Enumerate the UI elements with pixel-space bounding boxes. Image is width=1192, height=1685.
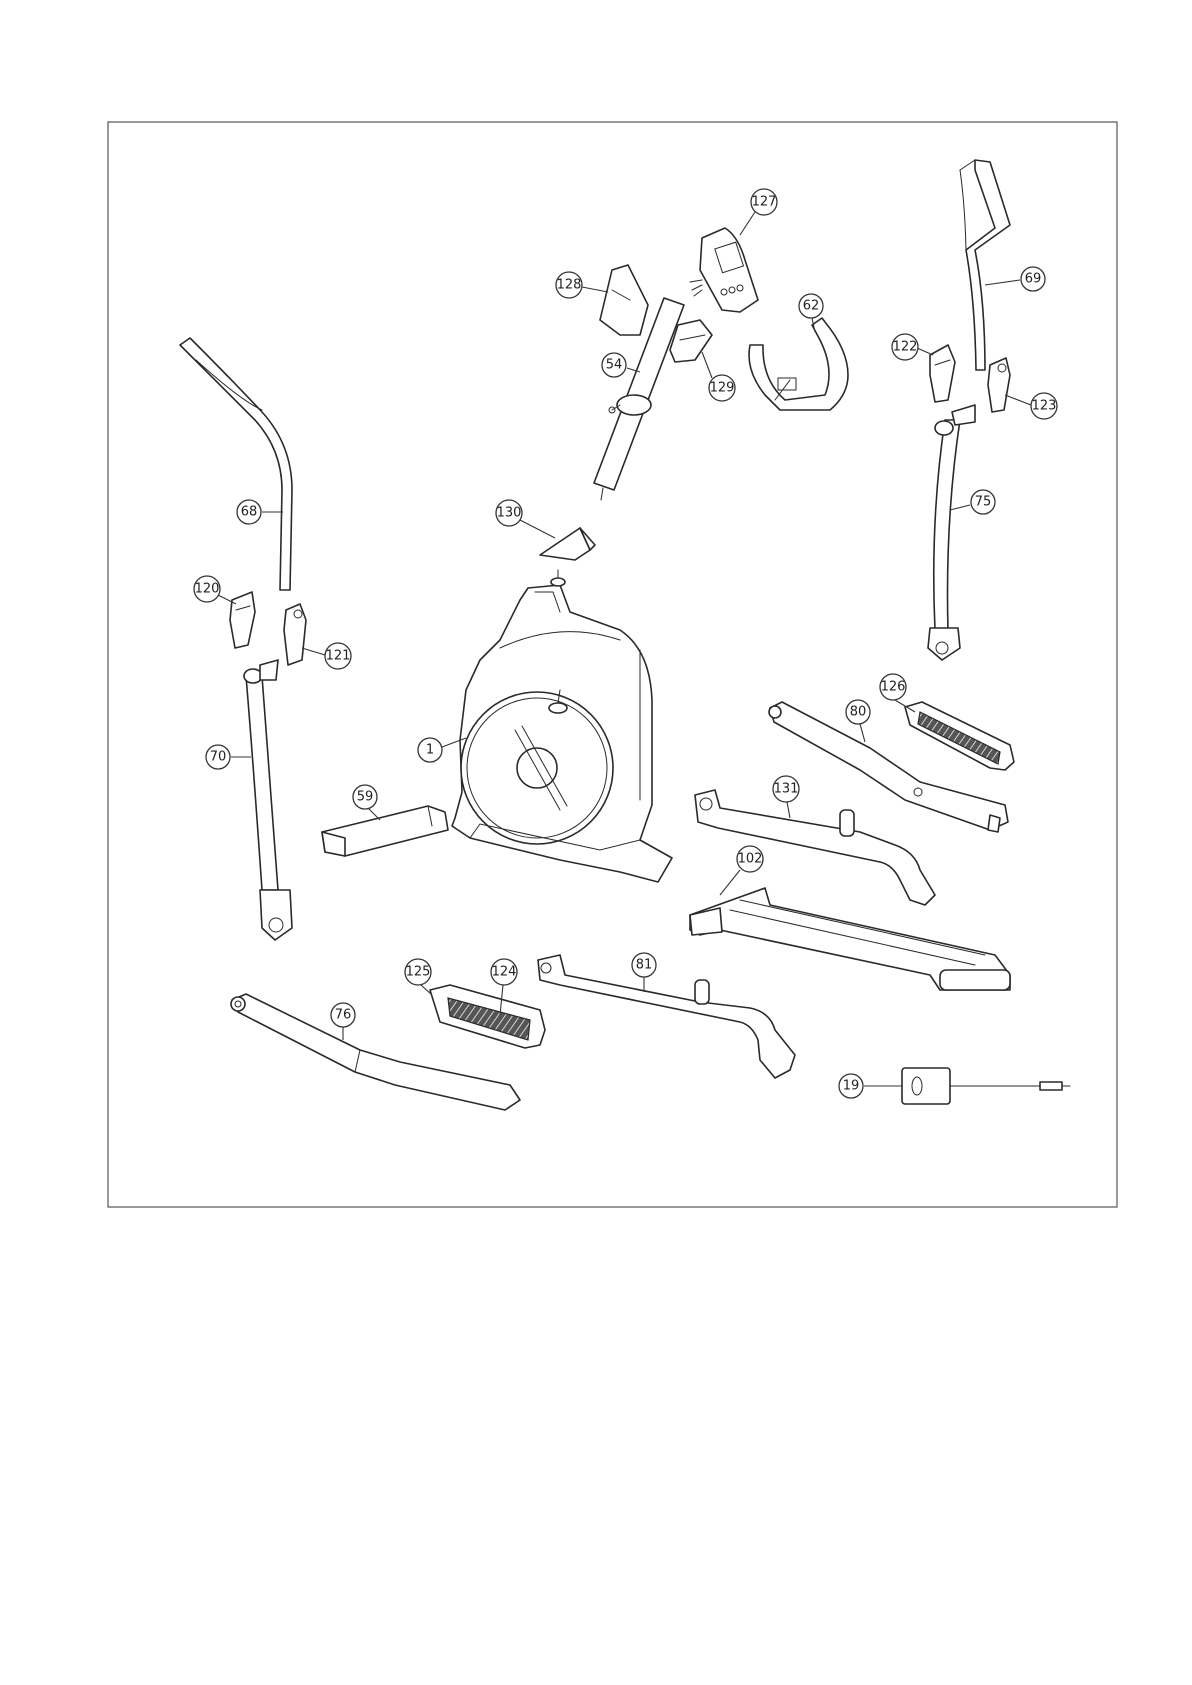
part-console — [690, 228, 758, 312]
callout-122: 122 — [892, 334, 933, 360]
svg-text:69: 69 — [1025, 272, 1042, 287]
part-main-frame — [452, 570, 672, 882]
callout-123: 123 — [1005, 393, 1057, 419]
part-right-pedal — [905, 702, 1014, 770]
part-left-cover-120 — [230, 592, 255, 648]
svg-text:131: 131 — [774, 782, 799, 797]
part-handlebar — [749, 318, 848, 410]
svg-text:76: 76 — [335, 1008, 352, 1023]
part-left-lower-arm — [244, 660, 292, 940]
callout-54: 54 — [602, 353, 640, 377]
part-front-stabilizer — [322, 806, 448, 856]
callout-19: 19 — [839, 1074, 902, 1098]
svg-text:121: 121 — [326, 649, 351, 664]
callout-102: 102 — [720, 846, 763, 895]
svg-text:54: 54 — [606, 358, 623, 373]
part-right-upper-handle — [960, 160, 1010, 370]
part-rear-rail — [690, 888, 1010, 990]
svg-text:122: 122 — [893, 340, 918, 355]
svg-text:124: 124 — [492, 965, 517, 980]
svg-text:75: 75 — [975, 495, 992, 510]
svg-text:128: 128 — [557, 278, 582, 293]
svg-text:127: 127 — [752, 195, 777, 210]
part-right-cover-122 — [930, 345, 955, 402]
callout-129: 129 — [702, 352, 735, 401]
callout-121: 121 — [302, 643, 351, 669]
part-right-cover-123 — [988, 358, 1010, 412]
part-console-shroud-rear — [600, 265, 648, 335]
part-left-cover-121 — [284, 604, 306, 665]
svg-text:70: 70 — [210, 750, 227, 765]
svg-text:120: 120 — [195, 582, 220, 597]
callout-125: 125 — [405, 959, 432, 995]
callout-127: 127 — [740, 189, 777, 235]
callout-120: 120 — [194, 576, 236, 604]
svg-text:123: 123 — [1032, 399, 1057, 414]
svg-text:126: 126 — [881, 680, 906, 695]
callout-76: 76 — [331, 1003, 355, 1040]
callout-70: 70 — [206, 745, 251, 769]
svg-text:80: 80 — [850, 705, 867, 720]
callout-1: 1 — [418, 738, 466, 762]
svg-text:19: 19 — [843, 1079, 860, 1094]
svg-text:129: 129 — [710, 381, 735, 396]
svg-text:1: 1 — [426, 743, 434, 758]
part-mast-cover — [540, 528, 595, 560]
callout-131: 131 — [773, 776, 799, 818]
callout-81: 81 — [632, 953, 656, 992]
part-left-pedal — [430, 985, 545, 1048]
callout-68: 68 — [237, 500, 283, 524]
svg-text:59: 59 — [357, 790, 374, 805]
svg-text:125: 125 — [406, 965, 431, 980]
part-right-rail-arm — [695, 790, 935, 905]
callout-128: 128 — [556, 272, 608, 298]
part-right-lower-arm — [928, 405, 975, 660]
callout-80: 80 — [846, 700, 870, 742]
callout-75: 75 — [950, 490, 995, 514]
part-left-upper-handle — [180, 338, 292, 590]
part-right-pedal-arm — [769, 702, 1008, 832]
svg-text:68: 68 — [241, 505, 258, 520]
part-power-adapter — [902, 1068, 1070, 1104]
callout-130: 130 — [496, 500, 555, 538]
callout-69: 69 — [985, 267, 1045, 291]
svg-text:130: 130 — [497, 506, 522, 521]
callout-59: 59 — [353, 785, 380, 820]
part-left-rail-arm — [538, 955, 795, 1078]
svg-text:81: 81 — [636, 958, 653, 973]
svg-text:102: 102 — [738, 852, 763, 867]
svg-text:62: 62 — [803, 299, 820, 314]
